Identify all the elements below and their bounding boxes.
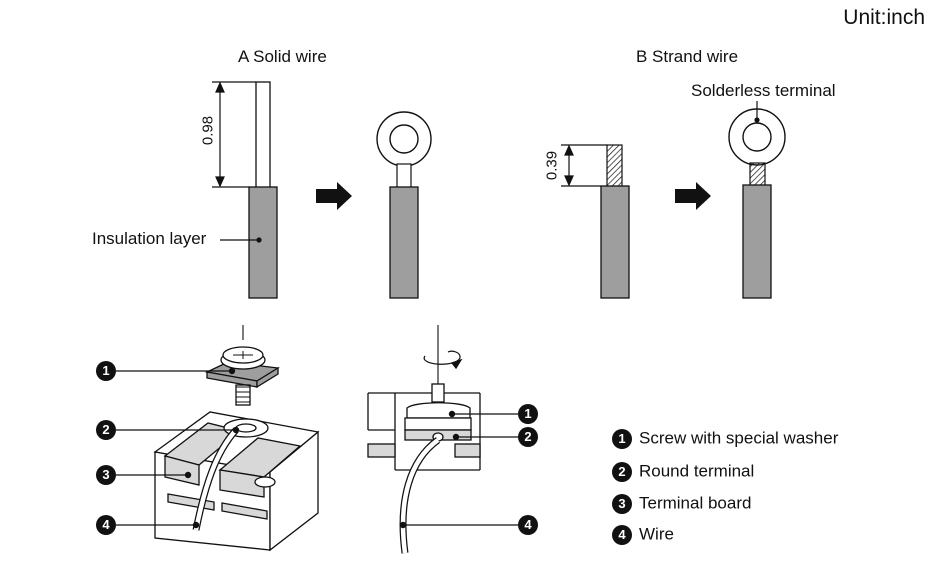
screw-with-washer <box>204 325 280 406</box>
arrow-b <box>675 182 711 210</box>
legend-item-wire: 4 Wire <box>612 524 674 545</box>
legend-number: 1 <box>612 428 632 449</box>
callout-2-left: 2 <box>96 420 116 440</box>
legend-label: Wire <box>639 524 674 544</box>
wire-left-inner <box>193 428 238 531</box>
callout-1-right: 1 <box>518 404 538 424</box>
callout-1-left: 1 <box>96 361 116 381</box>
legend-label: Round terminal <box>639 461 755 481</box>
legend-item-screw: 1 Screw with special washer <box>612 428 838 449</box>
solderless-terminal <box>728 108 786 299</box>
solid-wire-title: A Solid wire <box>238 47 327 66</box>
callout-leaders-right <box>399 410 518 529</box>
solderless-leader <box>754 101 760 123</box>
solderless-terminal-label: Solderless terminal <box>691 81 836 100</box>
insulation-leader <box>220 237 262 243</box>
dimension-line-a <box>212 81 256 188</box>
legend-number: 3 <box>612 493 632 514</box>
callout-3-left: 3 <box>96 465 116 485</box>
legend-label: Screw with special washer <box>639 428 839 448</box>
solid-wire-stripped <box>248 81 278 299</box>
dimension-a-value: 0.98 <box>199 115 217 146</box>
legend-number: 4 <box>612 524 632 545</box>
strand-wire-title: B Strand wire <box>636 47 739 66</box>
arrow-a <box>316 182 352 210</box>
callout-4-right: 4 <box>518 515 538 535</box>
wire-right-inner <box>400 438 440 554</box>
callout-2-right: 2 <box>518 427 538 447</box>
legend-number: 2 <box>612 461 632 482</box>
insulation-layer-label: Insulation layer <box>92 229 207 248</box>
strand-wire-stripped <box>600 144 630 299</box>
legend-item-round-terminal: 2 Round terminal <box>612 461 754 482</box>
callout-4-left: 4 <box>96 515 116 535</box>
terminal-board <box>153 411 320 552</box>
callout-leaders-left <box>116 367 240 529</box>
legend-label: Terminal board <box>639 493 752 513</box>
solid-wire-ring <box>376 111 432 299</box>
legend-item-terminal-board: 3 Terminal board <box>612 493 751 514</box>
dimension-b-value: 0.39 <box>543 150 561 181</box>
dimension-line-b <box>561 144 607 187</box>
unit-label: Unit:inch <box>843 6 925 29</box>
